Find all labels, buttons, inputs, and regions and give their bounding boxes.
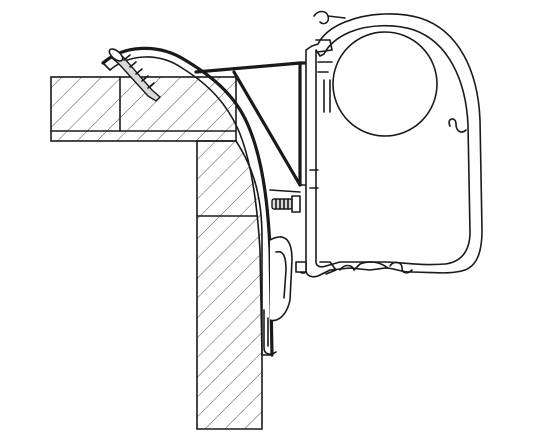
adapter-bracket: [194, 61, 309, 355]
mounting-rail: [101, 46, 274, 357]
screw: [108, 48, 162, 102]
wall: [196, 140, 263, 430]
fabric-roll: [332, 31, 438, 137]
bolt: [271, 195, 301, 213]
